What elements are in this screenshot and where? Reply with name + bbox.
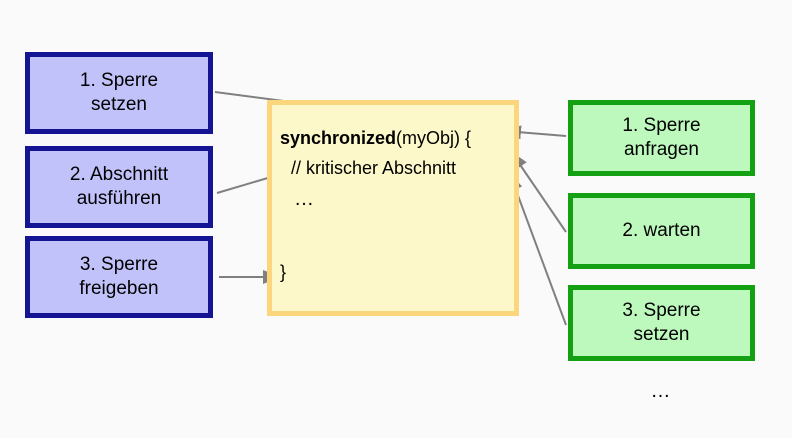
step-box-2-line2: ausführen — [76, 188, 162, 209]
jvm-box-3-line1: 3. Sperre — [622, 299, 701, 321]
code-line-2: // kritischer Abschnitt — [291, 158, 457, 178]
code-line-4-closing-brace: } — [280, 262, 287, 282]
code-keyword-synchronized: synchronized — [280, 128, 397, 148]
jvm-box-1[interactable]: 1. Sperre anfragen — [568, 100, 755, 176]
arrow-jvm2-to-code — [510, 151, 567, 233]
jvm-box-3-line2: setzen — [633, 324, 690, 345]
code-line-3-ellipsis: … — [294, 188, 316, 210]
jvm-box-2-line1: 2. warten — [622, 219, 701, 241]
step-box-1[interactable]: 1. Sperre setzen — [25, 52, 213, 134]
step-box-2[interactable]: 2. Abschnitt ausführen — [25, 146, 213, 228]
code-panel: synchronized(myObj) { // kritischer Absc… — [267, 100, 519, 316]
step-box-3[interactable]: 3. Sperre freigeben — [25, 236, 213, 318]
jvm-box-1-line2: anfragen — [623, 139, 699, 160]
code-line-1-rest: (myObj) { — [396, 128, 472, 148]
jvm-box-3[interactable]: 3. Sperre setzen — [568, 285, 755, 361]
step-box-1-line2: setzen — [91, 94, 147, 115]
step-box-1-line1: 1. Sperre — [79, 69, 159, 91]
jvm-trailing-ellipsis: … — [650, 380, 673, 402]
step-box-2-line1: 2. Abschnitt — [69, 163, 169, 185]
code-line-1: synchronized(myObj) { — [280, 128, 471, 149]
jvm-box-2[interactable]: 2. warten — [568, 193, 755, 269]
step-box-3-line2: freigeben — [79, 278, 159, 299]
step-box-3-line1: 3. Sperre — [79, 253, 159, 275]
jvm-box-1-line1: 1. Sperre — [622, 114, 701, 136]
